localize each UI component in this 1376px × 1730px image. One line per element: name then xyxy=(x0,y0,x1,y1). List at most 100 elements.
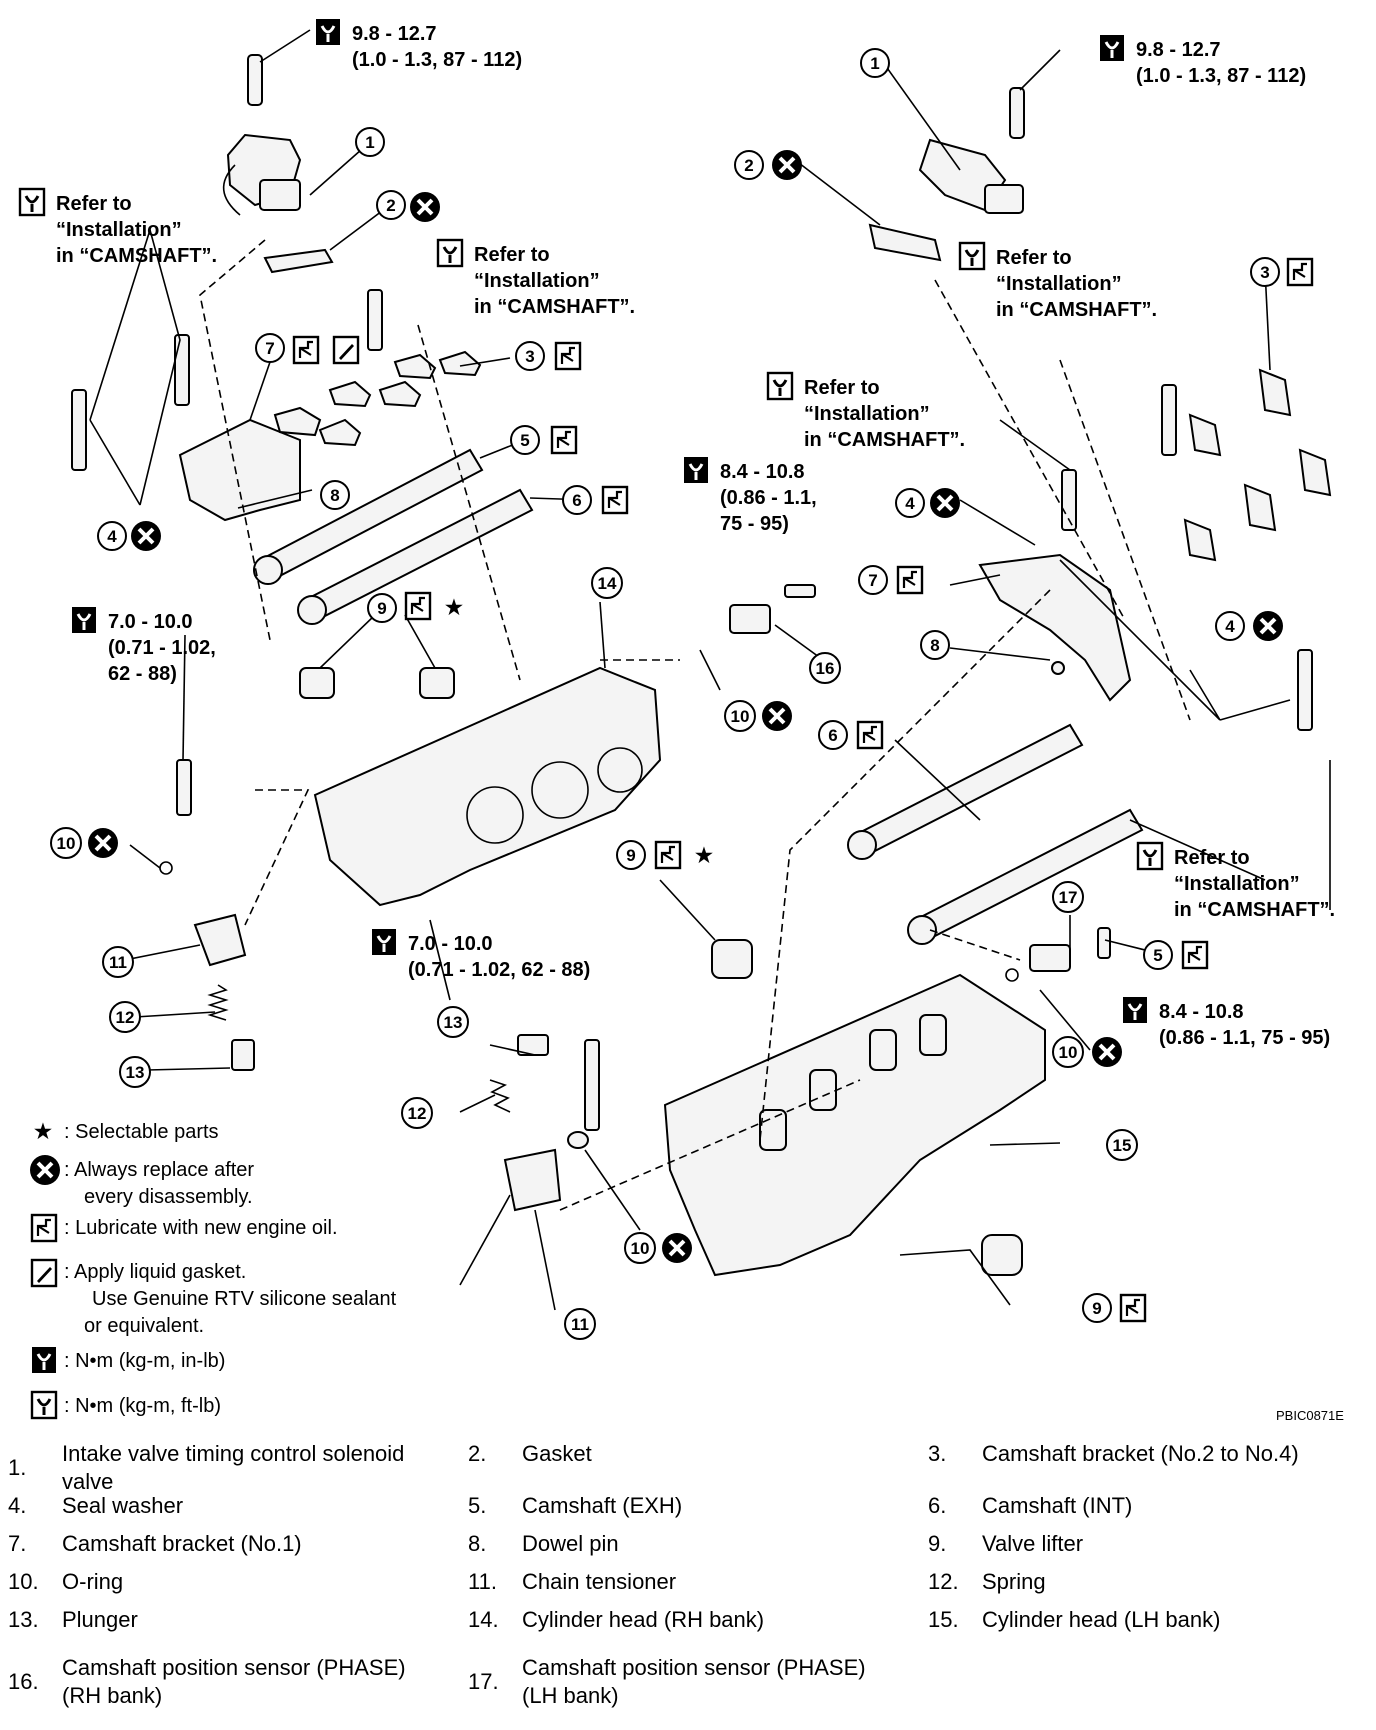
part-number-labels: 1 2 7 3 5 6 8 4 9 14 16 10 10 11 12 13 1… xyxy=(50,48,1280,1340)
svg-text:or equivalent.: or equivalent. xyxy=(84,1315,204,1337)
part-num-11b: 11 xyxy=(564,1308,596,1340)
torque-wrench-icon xyxy=(370,927,398,957)
lifters-rh xyxy=(299,667,455,699)
svg-text:4: 4 xyxy=(905,494,915,513)
part-num-4a: 4 xyxy=(97,521,127,551)
x-circle-icon xyxy=(86,826,120,860)
svg-text:6: 6 xyxy=(828,726,837,745)
part-num-6a: 6 xyxy=(562,485,592,515)
part-num-2b: 2 xyxy=(734,150,764,180)
x-circle-icon xyxy=(770,148,804,182)
svg-text:2: 2 xyxy=(744,156,753,175)
camshafts-rh xyxy=(253,448,534,625)
part-num-7a: 7 xyxy=(255,333,285,363)
callout-torque-lh-top: 9.8 - 12.7 (1.0 - 1.3, 87 - 112) xyxy=(1098,33,1306,87)
lifter-lh xyxy=(711,939,753,979)
brackets-rh xyxy=(273,350,482,447)
oil-can-icon xyxy=(1119,1293,1147,1323)
torque-wrench-icon xyxy=(30,1390,58,1420)
svg-text:“Installation”: “Installation” xyxy=(996,273,1122,295)
part-num-9c: 9 xyxy=(1082,1293,1112,1323)
part-num-3b: 3 xyxy=(1250,257,1280,287)
svg-text:12: 12 xyxy=(408,1104,427,1123)
svg-text:“Installation”: “Installation” xyxy=(56,219,182,241)
svg-text:7: 7 xyxy=(265,339,274,358)
bracket-no1-lh xyxy=(978,553,1132,702)
x-circle-icon xyxy=(928,486,962,520)
callout-torque-sensor-rh: 8.4 - 10.8 (0.86 - 1.1, 75 - 95) xyxy=(682,455,817,535)
svg-text:3: 3 xyxy=(525,347,534,366)
o-ring-lh xyxy=(1005,968,1019,982)
torque-wrench-icon xyxy=(18,187,46,217)
part-num-17: 17 xyxy=(1052,881,1084,913)
svg-text:: Selectable parts: : Selectable parts xyxy=(64,1121,219,1143)
torque-wrench-icon xyxy=(1098,33,1126,63)
sensor-lh xyxy=(1029,944,1071,972)
svg-text:(0.71 - 1.02, 62 - 88): (0.71 - 1.02, 62 - 88) xyxy=(408,959,590,981)
svg-text:Refer to: Refer to xyxy=(1174,847,1250,869)
svg-text:Refer to: Refer to xyxy=(474,244,550,266)
torque-wrench-icon xyxy=(30,1345,58,1375)
x-circle-icon xyxy=(28,1153,62,1187)
callout-torque-rh-top: 9.8 - 12.7 (1.0 - 1.3, 87 - 112) xyxy=(314,17,522,71)
x-circle-icon xyxy=(129,519,163,553)
svg-text:10: 10 xyxy=(631,1239,650,1258)
camshafts-lh xyxy=(847,723,1144,945)
oil-can-icon xyxy=(856,720,884,750)
svg-text:5: 5 xyxy=(1153,946,1162,965)
part-num-4b: 4 xyxy=(895,488,925,518)
svg-text:13: 13 xyxy=(126,1063,145,1082)
svg-text:Use Genuine RTV silicone seala: Use Genuine RTV silicone sealant xyxy=(92,1288,397,1310)
svg-text:11: 11 xyxy=(571,1315,589,1334)
svg-text:: N•m (kg-m, ft-lb): : N•m (kg-m, ft-lb) xyxy=(64,1395,221,1417)
svg-text:9: 9 xyxy=(1092,1299,1101,1318)
svg-text:“Installation”: “Installation” xyxy=(1174,873,1300,895)
part-num-1b: 1 xyxy=(860,48,890,78)
dowel-lh xyxy=(1051,661,1065,675)
callout-refer-lh-top: Refer to “Installation” in “CAMSHAFT”. xyxy=(958,241,1157,321)
gasket-lh xyxy=(868,223,942,262)
svg-text:“Installation”: “Installation” xyxy=(804,403,930,425)
part-num-12a: 12 xyxy=(109,1001,141,1033)
svg-text:4: 4 xyxy=(107,527,117,546)
svg-text:“Installation”: “Installation” xyxy=(474,270,600,292)
tensioner-lh xyxy=(489,1034,600,1212)
part-num-14: 14 xyxy=(591,567,623,599)
svg-text:3: 3 xyxy=(1260,263,1269,282)
svg-text:in “CAMSHAFT”.: in “CAMSHAFT”. xyxy=(56,245,217,267)
svg-text:8: 8 xyxy=(930,636,939,655)
svg-text:(0.86 - 1.1, 75 - 95): (0.86 - 1.1, 75 - 95) xyxy=(1159,1027,1330,1049)
svg-text:7.0 - 10.0: 7.0 - 10.0 xyxy=(408,933,493,955)
svg-text:8.4 - 10.8: 8.4 - 10.8 xyxy=(1159,1001,1244,1023)
x-circle-icon xyxy=(660,1231,694,1265)
part-num-5a: 5 xyxy=(510,425,540,455)
torque-wrench-icon xyxy=(1121,995,1149,1025)
oil-can-icon xyxy=(1286,257,1314,287)
gasket-tube-icon xyxy=(30,1258,58,1288)
part-num-9a: 9 xyxy=(367,593,397,623)
legend: ★ : Selectable parts : Always replace af… xyxy=(28,1121,397,1420)
tensioner-rh xyxy=(193,913,255,1071)
part-num-7b: 7 xyxy=(858,565,888,595)
svg-text:12: 12 xyxy=(116,1008,135,1027)
torque-wrench-icon xyxy=(682,455,710,485)
svg-text:: N•m (kg-m, in-lb): : N•m (kg-m, in-lb) xyxy=(64,1350,225,1372)
head-lh-detail xyxy=(759,1014,947,1151)
callout-torque-tensioner-rh: 7.0 - 10.0 (0.71 - 1.02, 62 - 88) xyxy=(70,605,216,685)
part-num-8b: 8 xyxy=(920,630,950,660)
torque-wrench-icon xyxy=(958,241,986,271)
svg-text:7: 7 xyxy=(868,571,877,590)
callout-torque-sensor-lh: 8.4 - 10.8 (0.86 - 1.1, 75 - 95) xyxy=(1121,995,1330,1049)
svg-text:10: 10 xyxy=(1059,1043,1078,1062)
svg-text:17: 17 xyxy=(1059,888,1078,907)
svg-text:9.8 - 12.7: 9.8 - 12.7 xyxy=(352,23,437,45)
oil-can-icon xyxy=(292,335,320,365)
part-num-9b: 9 xyxy=(616,840,646,870)
svg-text:4: 4 xyxy=(1225,617,1235,636)
torque-wrench-icon xyxy=(436,238,464,268)
part-num-6b: 6 xyxy=(818,720,848,750)
svg-text:13: 13 xyxy=(444,1013,463,1032)
part-num-12b: 12 xyxy=(401,1097,433,1129)
part-num-10a: 10 xyxy=(724,700,756,732)
part-num-3a: 3 xyxy=(515,341,545,371)
